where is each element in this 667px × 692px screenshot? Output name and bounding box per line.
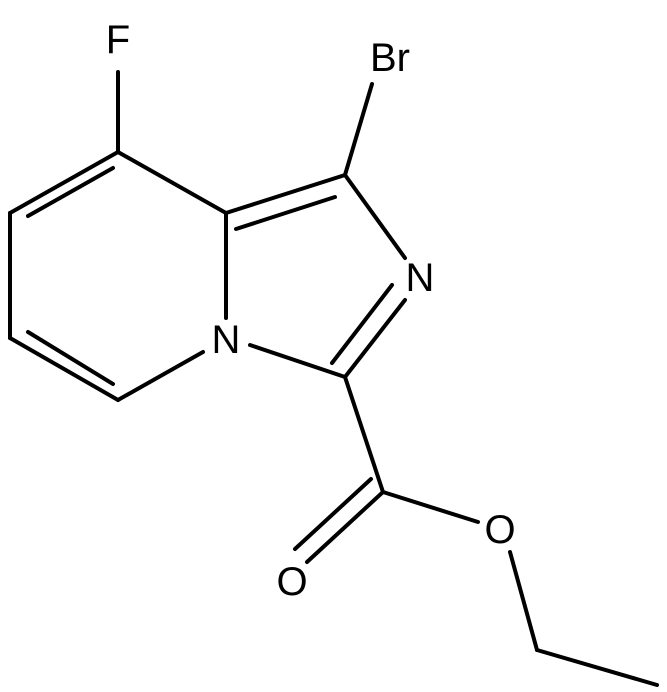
bond-n2-c3-inner (330, 283, 394, 365)
bond-c3-n4 (248, 343, 347, 379)
atom-fluorine: F (106, 18, 130, 62)
bond-c5-n4 (116, 350, 205, 402)
bond-c6-c5-inner (26, 330, 115, 386)
bond-c8a-c1 (224, 173, 347, 215)
bond-carboxyl-o-double-a (305, 490, 385, 564)
bond-n2-c3 (343, 298, 407, 379)
bond-c3-carboxyl (343, 375, 385, 494)
atom-imidazole-nitrogen: N (406, 256, 435, 300)
imidazole-ring (224, 173, 407, 379)
bond-c1-br (343, 82, 374, 177)
bond-c8-c7-inner (26, 166, 115, 218)
bond-o-ch2 (508, 550, 539, 652)
bond-carboxyl-o-double-b (293, 477, 373, 551)
bond-c6-c5 (8, 336, 120, 402)
atom-bridgehead-nitrogen: N (212, 318, 241, 362)
bond-c8a-c1-inner (234, 195, 337, 231)
bond-ch2-ch3 (535, 648, 659, 687)
bond-carboxyl-o-ester (381, 490, 480, 524)
atom-bromine: Br (370, 36, 410, 80)
bond-c8-c7 (8, 150, 120, 215)
atom-labels: F Br N N O O (106, 18, 516, 604)
atom-carbonyl-oxygen: O (276, 560, 307, 604)
bond-c8-c8a (116, 150, 228, 215)
pyridine-ring (8, 150, 228, 402)
atom-ester-oxygen: O (484, 508, 515, 552)
bond-c1-n2 (343, 173, 407, 260)
substituents (116, 70, 659, 687)
